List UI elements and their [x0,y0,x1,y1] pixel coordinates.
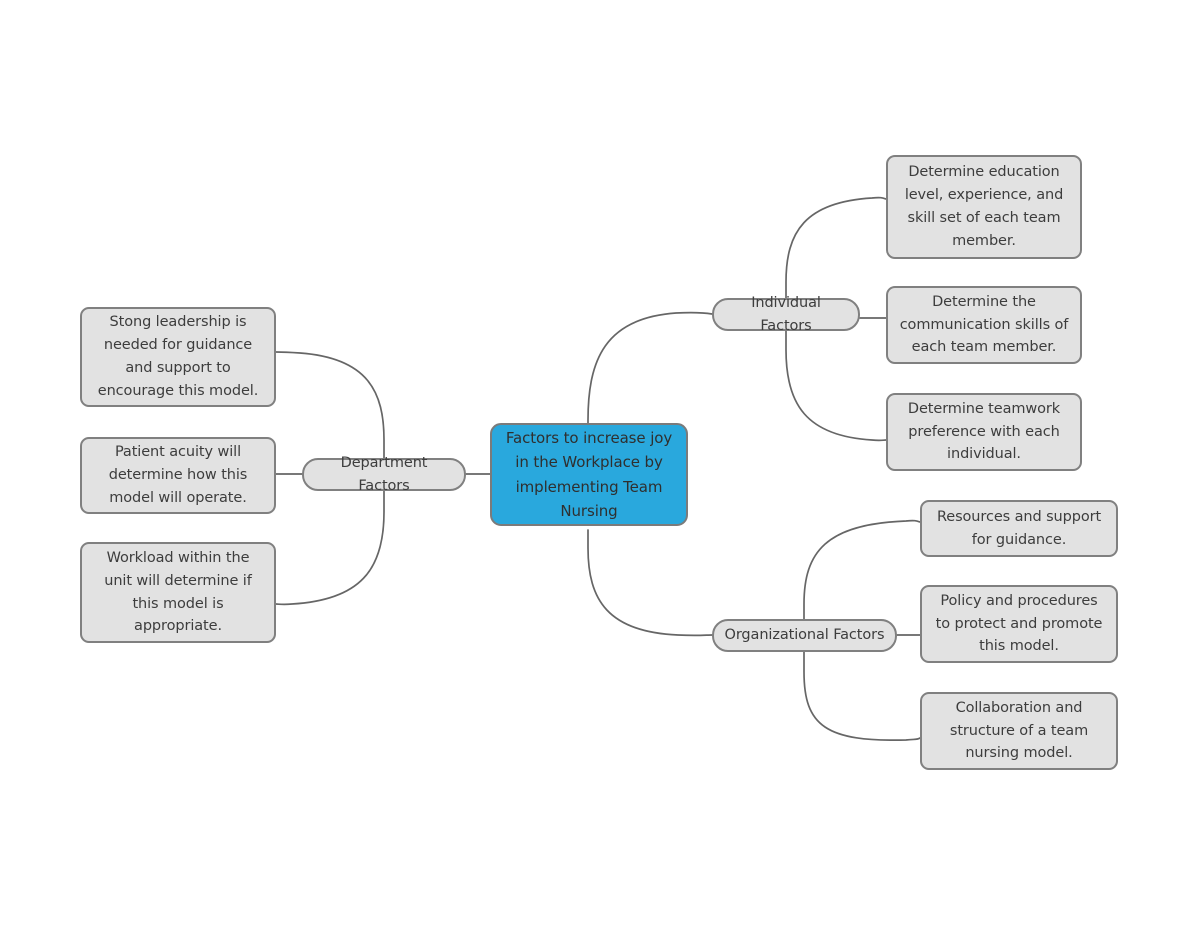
leaf-label-org-policy: Policy and procedures to protect and pro… [935,592,1103,655]
branch-node-individual-factors[interactable]: Individual Factors [712,295,860,334]
leaf-label-indiv-teamwork: Determine teamwork preference with each … [907,400,1061,463]
branch-label-individual-factors: Individual Factors [751,294,821,334]
leaf-node-indiv-education[interactable]: Determine education level, experience, a… [886,155,1082,259]
leaf-node-dept-acuity[interactable]: Patient acuity will determine how this m… [80,437,276,514]
leaf-node-dept-leadership[interactable]: Stong leadership is needed for guidance … [80,307,276,407]
branch-label-organizational-factors: Organizational Factors [724,627,885,644]
leaf-node-org-resources[interactable]: Resources and support for guidance. [920,500,1118,557]
edge-individual-education [785,196,887,299]
branch-label-department-factors: Department Factors [340,454,428,494]
leaf-node-org-policy[interactable]: Policy and procedures to protect and pro… [920,585,1118,663]
branch-node-department-factors[interactable]: Department Factors [302,455,466,494]
edge-individual-teamwork [785,330,887,442]
leaf-node-indiv-teamwork[interactable]: Determine teamwork preference with each … [886,393,1082,471]
edge-organizational-resources [803,519,921,621]
leaf-label-indiv-education: Determine education level, experience, a… [904,164,1064,249]
leaf-label-dept-workload: Workload within the unit will determine … [104,549,252,635]
leaf-label-indiv-communication: Determine the communication skills of ea… [899,293,1069,356]
edge-central-individual [587,311,713,438]
edge-organizational-collaboration [803,650,921,741]
edge-central-organizational [587,529,713,637]
branch-node-organizational-factors[interactable]: Organizational Factors [712,619,897,652]
central-node-label: Factors to increase joy in the Workplace… [505,428,673,520]
leaf-node-org-collaboration[interactable]: Collaboration and structure of a team nu… [920,692,1118,770]
leaf-node-dept-workload[interactable]: Workload within the unit will determine … [80,542,276,643]
central-node[interactable]: Factors to increase joy in the Workplace… [490,423,688,526]
leaf-label-dept-leadership: Stong leadership is needed for guidance … [97,314,259,399]
edge-department-leadership [275,351,385,459]
leaf-node-indiv-communication[interactable]: Determine the communication skills of ea… [886,286,1082,364]
leaf-label-dept-acuity: Patient acuity will determine how this m… [108,444,248,506]
leaf-label-org-collaboration: Collaboration and structure of a team nu… [949,699,1089,762]
leaf-label-org-resources: Resources and support for guidance. [936,508,1102,548]
edge-department-workload [275,489,385,606]
